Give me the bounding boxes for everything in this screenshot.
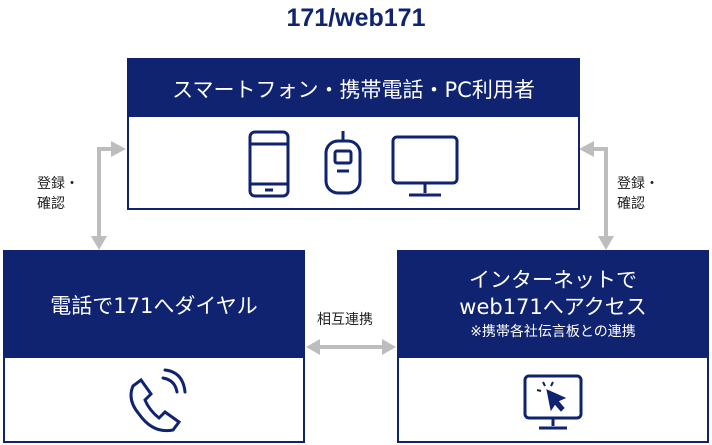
smartphone-icon (248, 130, 290, 198)
phone-box-header: 電話で171へダイヤル (5, 252, 303, 358)
left-arrow (97, 147, 112, 240)
web-box: インターネットで web171へアクセス ※携帯各社伝言板との連携 (397, 250, 709, 443)
feature-phone-icon (324, 131, 362, 195)
top-box: スマートフォン・携帯電話・PC利用者 (127, 58, 580, 210)
right-arrow (593, 147, 608, 240)
middle-label: 相互連携 (317, 312, 373, 328)
phone-call-icon (129, 368, 187, 433)
diagram-title: 171/web171 (286, 4, 426, 32)
phone-box: 電話で171へダイヤル (3, 250, 305, 443)
web-box-header: インターネットで web171へアクセス ※携帯各社伝言板との連携 (399, 252, 707, 358)
device-icons (248, 130, 459, 198)
web-header-note: ※携帯各社伝言板との連携 (470, 324, 636, 340)
web-header-line1: インターネットで (469, 268, 637, 292)
monitor-icon (391, 135, 459, 197)
web-header-line2: web171へアクセス (459, 295, 647, 319)
top-box-header: スマートフォン・携帯電話・PC利用者 (129, 60, 578, 117)
right-arrow-label: 登録・確認 (617, 176, 659, 212)
left-arrow-label: 登録・確認 (37, 176, 79, 212)
computer-click-icon (523, 374, 583, 430)
